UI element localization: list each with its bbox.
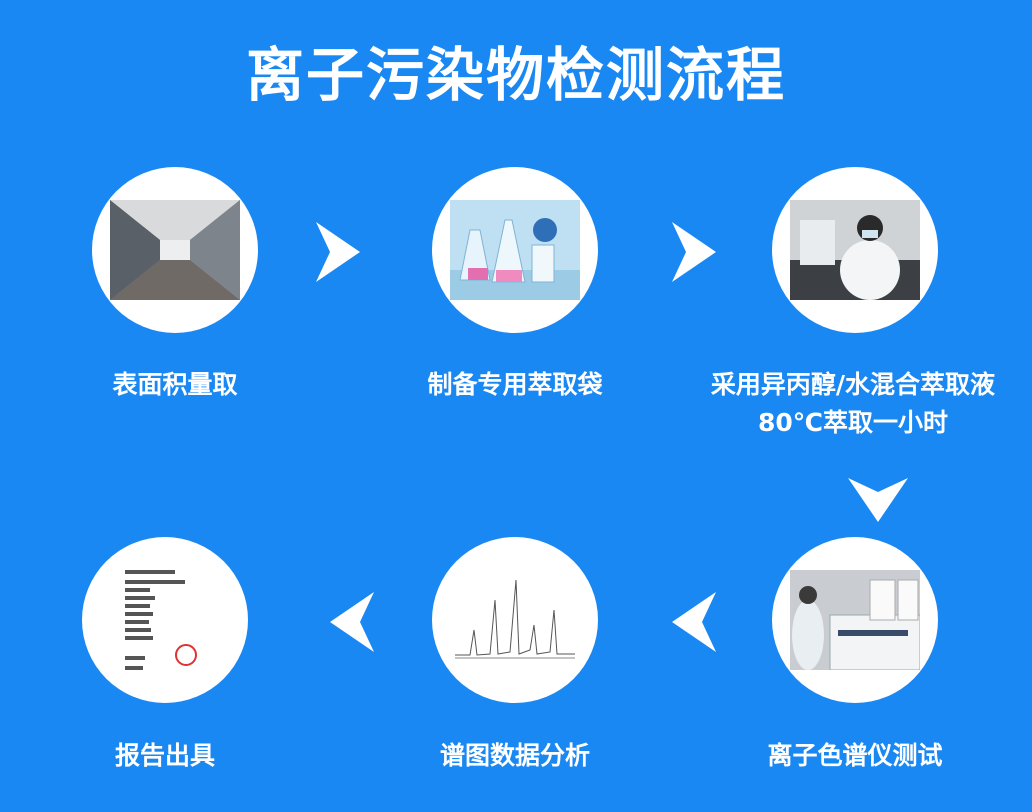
step-1-image — [92, 167, 258, 333]
ion-chromatograph-photo — [790, 570, 920, 670]
step-4-label: 离子色谱仪测试 — [767, 741, 943, 770]
arrow-right-icon — [316, 222, 360, 282]
arrow-right-icon — [672, 222, 716, 282]
step-5-image — [432, 537, 598, 703]
chromatogram-chart — [450, 570, 580, 670]
arrow-left-icon — [672, 592, 716, 652]
step-6-label: 报告出具 — [114, 741, 215, 770]
step-2-image — [432, 167, 598, 333]
step-3-label: 采用异丙醇/水混合萃取液80℃萃取一小时 — [710, 370, 996, 437]
step-1-label: 表面积量取 — [112, 370, 238, 399]
arrow-left-icon — [330, 592, 374, 652]
lab-technician-photo — [790, 200, 920, 300]
test-report-document — [115, 560, 215, 680]
lab-glassware-photo — [450, 200, 580, 300]
step-6-image — [82, 537, 248, 703]
arrow-down-icon — [848, 478, 908, 522]
page-title: 离子污染物检测流程 — [245, 41, 786, 109]
step-5-label: 谱图数据分析 — [439, 741, 590, 770]
office-corridor-photo — [110, 200, 240, 300]
seal-icon — [175, 644, 197, 666]
step-3-image — [772, 167, 938, 333]
step-2-label: 制备专用萃取袋 — [427, 370, 603, 399]
step-4-image — [772, 537, 938, 703]
